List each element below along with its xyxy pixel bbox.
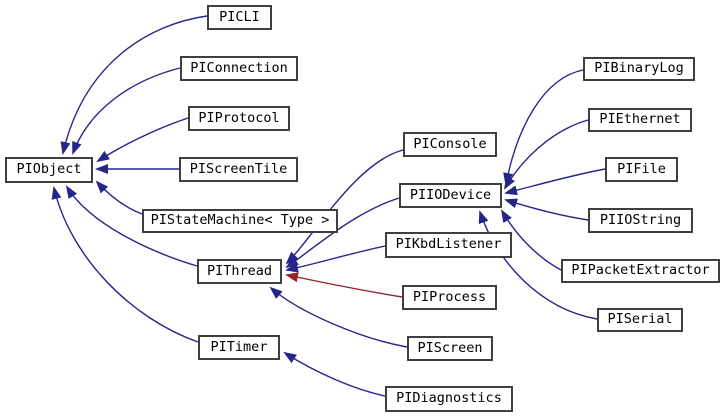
class-node-PIDiagnostics[interactable]: PIDiagnostics — [385, 386, 513, 412]
class-node-PIProtocol[interactable]: PIProtocol — [188, 106, 290, 131]
class-node-label: PIScreen — [417, 339, 483, 356]
inheritance-edge-PIProcess-to-PIThread — [285, 272, 403, 298]
class-node-PIIODevice[interactable]: PIIODevice — [399, 183, 502, 208]
class-node-label: PIEthernet — [599, 111, 681, 128]
class-node-PIEthernet[interactable]: PIEthernet — [588, 108, 692, 132]
class-node-PIBinaryLog[interactable]: PIBinaryLog — [583, 57, 695, 81]
inheritance-edge-PICLI-to-PIObject — [60, 15, 208, 155]
class-node-label: PIDiagnostics — [396, 390, 502, 407]
class-node-label: PIIOString — [599, 211, 682, 228]
inheritance-edge-PIConsole-to-PIThread — [285, 149, 404, 265]
inheritance-edge-PIIOString-to-PIIODevice — [504, 198, 589, 221]
class-node-PIFile[interactable]: PIFile — [605, 157, 678, 182]
inheritance-edge-PIDiagnostics-to-PITimer — [283, 351, 386, 397]
inheritance-edge-PIThread-to-PIObject — [65, 185, 198, 267]
inheritance-edge-PIConnection-to-PIObject — [72, 67, 181, 155]
class-node-PIPacketExtractor[interactable]: PIPacketExtractor — [561, 259, 720, 283]
inheritance-edge-PIBinaryLog-to-PIIODevice — [503, 69, 584, 186]
class-node-PIObject[interactable]: PIObject — [5, 157, 93, 183]
class-node-PIConsole[interactable]: PIConsole — [403, 132, 497, 157]
inheritance-edge-PISerial-to-PIIODevice — [478, 210, 598, 320]
class-node-label: PIStateMachine< Type > — [150, 212, 330, 229]
class-node-label: PIBinaryLog — [594, 60, 684, 77]
class-node-PIScreen[interactable]: PIScreen — [407, 336, 493, 361]
class-node-label: PIObject — [16, 161, 82, 178]
class-node-PIIOString[interactable]: PIIOString — [588, 208, 693, 233]
inheritance-edge-PIEthernet-to-PIIODevice — [503, 119, 589, 190]
class-node-PIKbdListener[interactable]: PIKbdListener — [385, 232, 512, 258]
class-node-label: PISerial — [607, 311, 673, 328]
inheritance-edge-PIKbdListener-to-PIThread — [285, 245, 386, 273]
class-node-label: PIScreenTile — [189, 160, 288, 177]
class-node-PIThread[interactable]: PIThread — [197, 259, 282, 284]
class-node-label: PIProcess — [412, 288, 487, 305]
class-node-label: PIKbdListener — [395, 236, 502, 253]
class-node-label: PIThread — [206, 262, 273, 279]
class-node-PIScreenTile[interactable]: PIScreenTile — [179, 157, 298, 182]
class-node-label: PICLI — [219, 8, 260, 25]
class-node-label: PIPacketExtractor — [571, 262, 710, 279]
inheritance-edge-PIProtocol-to-PIObject — [96, 117, 189, 163]
class-node-PIProcess[interactable]: PIProcess — [402, 285, 497, 310]
class-node-label: PIFile — [617, 160, 666, 177]
class-node-PITimer[interactable]: PITimer — [198, 335, 280, 360]
class-node-PIConnection[interactable]: PIConnection — [180, 56, 298, 81]
inheritance-edge-PIScreen-to-PIThread — [269, 286, 408, 348]
class-node-PICLI[interactable]: PICLI — [207, 5, 272, 30]
inheritance-edge-PITimer-to-PIObject — [51, 186, 199, 343]
inheritance-edge-PIStateMachine-to-PIObject — [95, 180, 143, 215]
class-node-PISerial[interactable]: PISerial — [597, 308, 683, 332]
inheritance-edge-PIFile-to-PIIODevice — [504, 168, 606, 196]
inheritance-edge-PIIODevice-to-PIThread — [285, 197, 400, 269]
class-node-label: PIConsole — [413, 135, 487, 152]
class-node-label: PIProtocol — [198, 109, 280, 126]
class-node-label: PIIODevice — [409, 186, 492, 203]
class-node-label: PITimer — [210, 338, 268, 355]
class-node-label: PIConnection — [190, 59, 288, 76]
inheritance-edge-PIPacketExtractor-to-PIIODevice — [500, 209, 562, 271]
class-node-PIStateMachine[interactable]: PIStateMachine< Type > — [142, 209, 338, 233]
